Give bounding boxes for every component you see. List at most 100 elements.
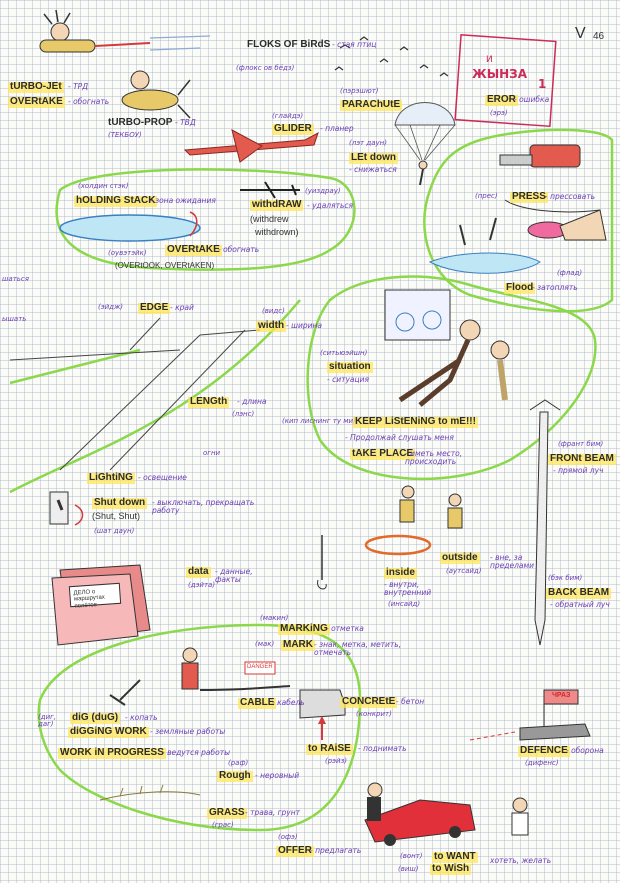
overtake-term-2: OVERtAKE xyxy=(165,244,222,256)
turboprop-figure-icon xyxy=(121,70,191,119)
inside-term: inside xyxy=(384,567,417,579)
danger-sign-label: DANGER xyxy=(247,664,273,670)
edge-term: EDGE xyxy=(138,302,171,314)
beam-arrow-icon xyxy=(529,399,561,646)
inside-transcription: (инсайд) xyxy=(388,600,421,608)
shutdown-translation: - выключать, прекращать работу xyxy=(152,498,255,515)
folder-label: ДЕЛО о маршрутах полётов xyxy=(73,589,106,610)
data-term: data xyxy=(186,566,211,578)
outside-term: outside xyxy=(440,552,480,564)
marking-term: MARKiNG xyxy=(278,623,330,635)
shutdown-transcription: (шат даун) xyxy=(94,527,135,535)
raise-term: to RAiSE xyxy=(306,743,353,755)
concrete-transcription: (конкрит) xyxy=(356,710,392,718)
page-number: 46 xyxy=(593,31,605,42)
raise-translation: - поднимать xyxy=(358,744,407,753)
data-transcription: (дэйта) xyxy=(188,581,216,589)
concrete-block-icon xyxy=(299,689,346,740)
holding-ellipse xyxy=(59,214,201,242)
keep-term: KEEP LiStENiNG to mE!!! xyxy=(353,416,478,428)
situation-translation: - ситуация xyxy=(327,375,369,384)
corner-word: ЖЫНЗА xyxy=(472,67,527,81)
glider-translation: - планер xyxy=(320,124,354,133)
cable-term: CABLE xyxy=(238,697,277,709)
takeplace-term: tAKE PLACE xyxy=(350,448,416,460)
withdraw-forms-2: withdrown) xyxy=(255,227,299,237)
error-translation: - ошибка xyxy=(514,95,550,104)
holding-term: hOLDING StACK xyxy=(74,195,158,207)
parachute-transcription: (пэрэшют) xyxy=(340,87,379,95)
inside-translation: - внутри, внутренний xyxy=(384,580,432,597)
keep-translation: - Продолжай слушать меня xyxy=(345,433,454,442)
withdraw-transcription: (уиздрау) xyxy=(305,187,341,195)
press-transcription: (прес) xyxy=(475,192,498,200)
flocks-translation: - стая птиц xyxy=(332,40,377,49)
wip-translation: - ведутся работы xyxy=(162,748,230,757)
withdraw-translation: - удаляться xyxy=(307,201,354,210)
lighting-translation: - освещение xyxy=(138,473,187,482)
grass-term: GRASS xyxy=(207,807,247,819)
withdraw-term: withdRAW xyxy=(250,199,304,211)
shutdown-forms: (Shut, Shut) xyxy=(92,511,141,521)
mark-translation: - знак, метка, метить, отмечать xyxy=(314,640,402,657)
overtake-transcription-2: (оувэтэйк) xyxy=(108,249,147,257)
turboprop-term: tURBO-PROP xyxy=(108,117,173,128)
concrete-term: CONCREtE xyxy=(340,696,398,708)
edge-transcription: (эйдж) xyxy=(98,303,123,311)
worker-icon xyxy=(109,647,199,706)
defence-icon xyxy=(469,689,591,741)
wish-transcription: (виш) xyxy=(398,865,419,873)
rough-translation: - неровный xyxy=(255,771,300,780)
corner-digit: 1 xyxy=(538,77,547,91)
flocks-transcription: (флокс ов бёдз) xyxy=(236,64,295,72)
grass-icon xyxy=(99,784,201,801)
grass-transcription: (грас) xyxy=(212,821,234,829)
want-transcription: (вонт) xyxy=(400,852,423,860)
flocks-term: FLOKS OF BiRdS xyxy=(247,39,331,50)
overtake-translation-2: - обогнать xyxy=(218,245,260,254)
mark-transcription: (мак) xyxy=(255,640,275,648)
lighting-term: LiGhtiNG xyxy=(87,472,135,484)
error-term: EROR xyxy=(485,94,518,106)
offer-translation: - предлагать xyxy=(310,846,362,855)
flood-transcription: (флад) xyxy=(557,269,583,277)
dig-translation: - копать xyxy=(125,713,158,722)
birds-icon xyxy=(334,36,449,77)
length-translation: - длина xyxy=(237,397,267,406)
lighting-note: огни xyxy=(203,449,221,457)
car-icon xyxy=(364,782,476,846)
parachute-term: PARAChUtE xyxy=(340,99,403,111)
turboprop-transcription: (ТЕКБОУ) xyxy=(108,131,142,139)
overtake-term-1: OVERtAKE xyxy=(8,96,65,108)
mark-term: MARK xyxy=(281,639,315,651)
turbojet-translation: - ТРД xyxy=(68,82,89,91)
situation-transcription: (ситьюэйшн) xyxy=(320,349,368,357)
small-plane-icon xyxy=(240,181,300,199)
dig-transcription: (диг, даг) xyxy=(38,713,57,729)
glider-term: GLIDER xyxy=(272,123,314,135)
cable-line xyxy=(199,685,291,691)
edge-translation: - край xyxy=(170,303,194,312)
glider-transcription: (глайдэ) xyxy=(272,112,304,120)
parachute-icon xyxy=(394,102,456,186)
flood-term: Flood xyxy=(504,282,536,294)
marking-transcription: (макин) xyxy=(260,614,289,622)
outside-transcription: (аутсайд) xyxy=(446,567,482,575)
press-term: PRESS xyxy=(510,191,548,203)
wish-term: to WiSh xyxy=(430,863,472,875)
thinking-man-icon xyxy=(511,797,529,836)
danger-sign-icon xyxy=(244,661,276,675)
flood-icon xyxy=(428,217,541,274)
length-transcription: (лэнс) xyxy=(232,410,255,418)
length-term: LENGth xyxy=(188,396,230,408)
shutdown-term: Shut down xyxy=(92,497,148,509)
digging-translation: - земляные работы xyxy=(150,727,226,736)
green-outline-runway2 xyxy=(9,299,301,494)
backbeam-translation: - обратный луч xyxy=(550,600,610,609)
want-term: to WANT xyxy=(432,851,478,863)
crane-hook-icon xyxy=(317,535,327,590)
takeplace-translation: - иметь место, происходить xyxy=(405,449,463,466)
cable-translation: - кабель xyxy=(272,698,305,707)
green-outline-runway xyxy=(9,348,141,385)
